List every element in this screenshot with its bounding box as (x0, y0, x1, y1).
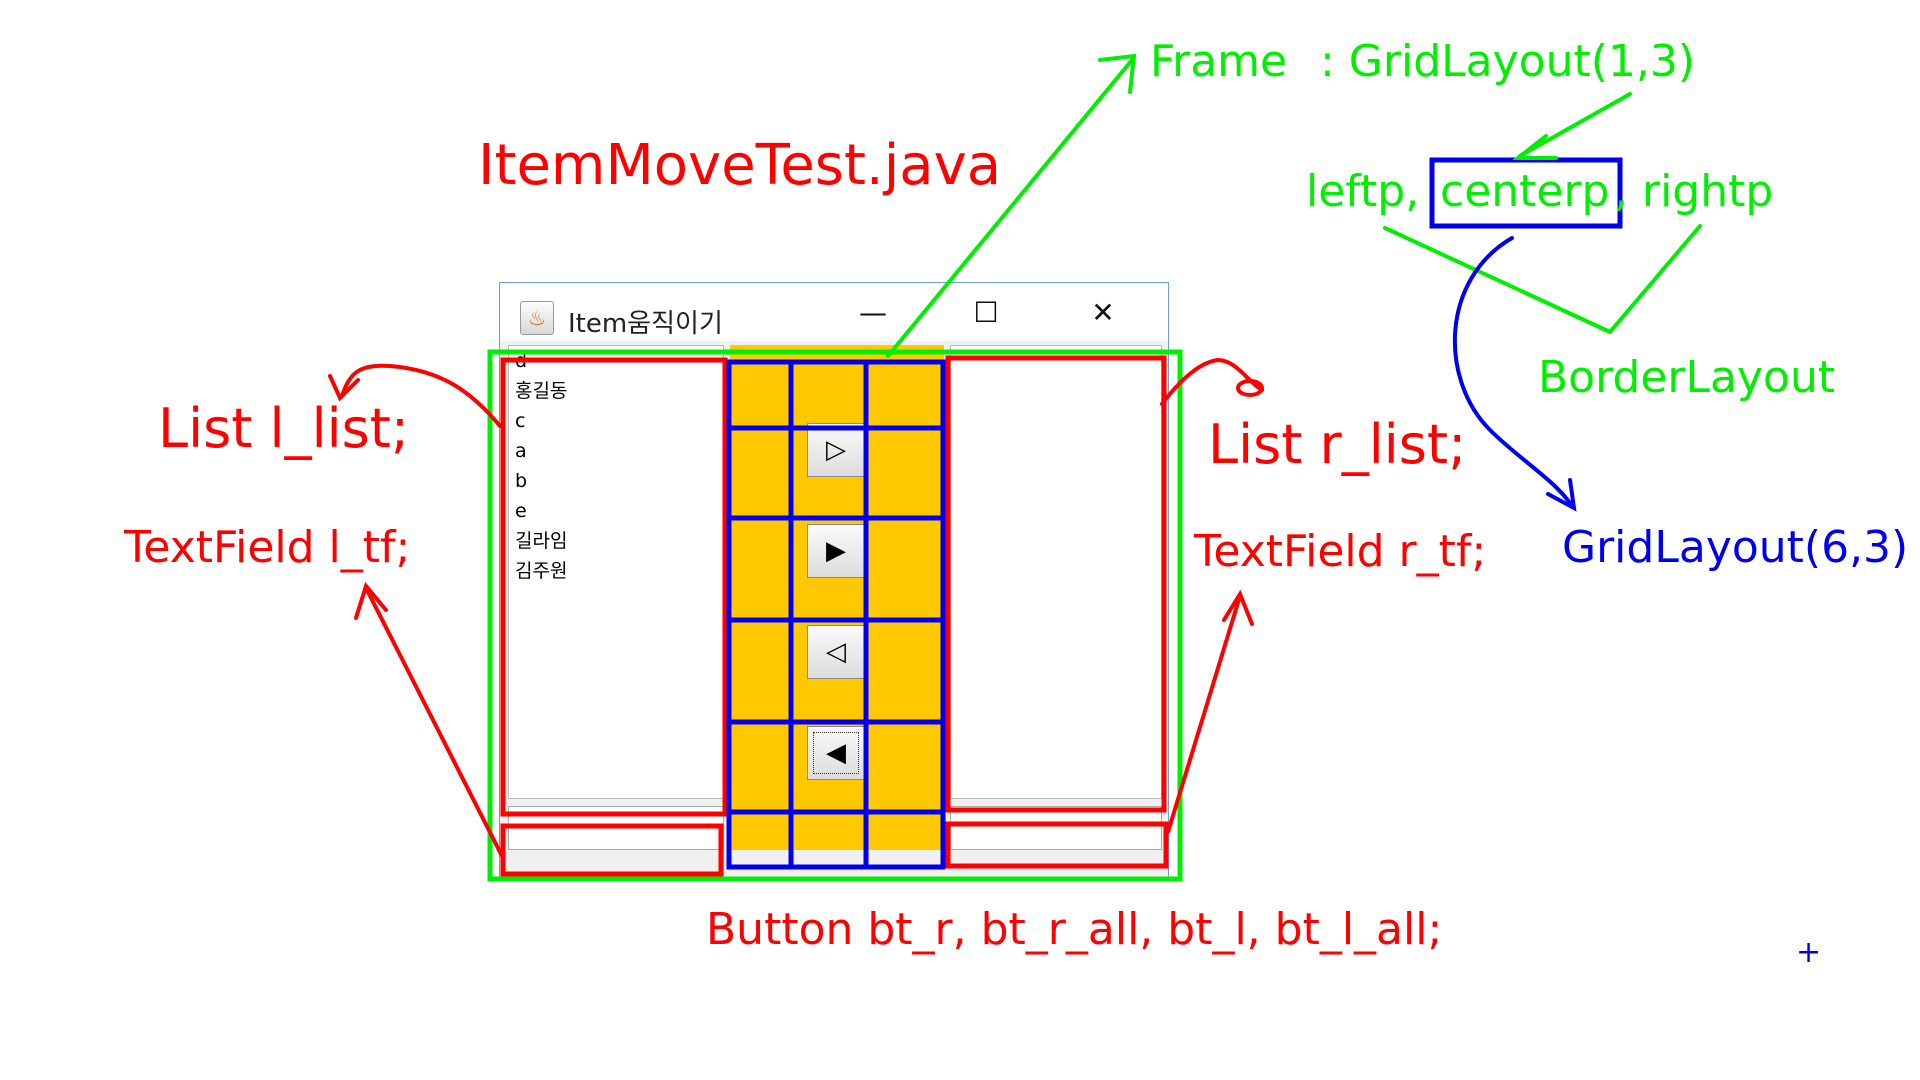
list-item[interactable]: c (515, 410, 526, 432)
left-text-field[interactable] (508, 806, 724, 850)
move-all-left-button[interactable]: ◀ (807, 726, 865, 780)
center-panel: ▷ ▶ ◁ ◀ (730, 345, 944, 850)
panels-center-label: centerp (1440, 166, 1610, 217)
right-list[interactable] (950, 345, 1162, 799)
left-tf-label: TextField l_tf; (124, 522, 411, 573)
left-list[interactable]: d 홍길동 c a b e 길라임 김주원 (508, 345, 724, 799)
panels-left-label: leftp, (1306, 166, 1420, 217)
file-name-label: ItemMoveTest.java (478, 133, 1002, 198)
center-grid-label: GridLayout(6,3) (1562, 522, 1909, 573)
move-left-button[interactable]: ◁ (807, 625, 865, 679)
panels-right-label: , rightp (1614, 166, 1774, 217)
left-list-label: List l_list; (158, 397, 410, 460)
close-button[interactable]: ✕ (1091, 296, 1115, 329)
border-layout-label: BorderLayout (1538, 352, 1836, 403)
java-app-icon: ♨ (520, 301, 554, 335)
frame-layout-label: : GridLayout(1,3) (1320, 36, 1696, 87)
list-item[interactable]: 홍길동 (515, 380, 568, 402)
move-all-right-button[interactable]: ▶ (807, 524, 865, 578)
move-right-button[interactable]: ▷ (807, 423, 865, 477)
frame-label: Frame (1150, 36, 1288, 87)
maximize-button[interactable]: ☐ (973, 296, 999, 329)
list-item[interactable]: a (515, 440, 527, 462)
title-bar[interactable]: ♨ Item움직이기 — ☐ ✕ (500, 283, 1168, 341)
minimize-button[interactable]: — (859, 296, 887, 329)
list-item[interactable]: d (515, 350, 528, 372)
right-text-field[interactable] (950, 806, 1162, 850)
right-tf-label: TextField r_tf; (1194, 526, 1487, 577)
app-window: ♨ Item움직이기 — ☐ ✕ d 홍길동 c a b e 길라임 김주원 ▷… (499, 282, 1169, 879)
list-item[interactable]: b (515, 470, 528, 492)
buttons-label: Button bt_r, bt_r_all, bt_l, bt_l_all; (706, 904, 1443, 955)
list-item[interactable]: e (515, 500, 527, 522)
frame-content: d 홍길동 c a b e 길라임 김주원 ▷ ▶ ◁ ◀ (504, 343, 1164, 875)
list-item[interactable]: 김주원 (515, 560, 568, 582)
right-list-label: List r_list; (1208, 413, 1467, 476)
list-item[interactable]: 길라임 (515, 530, 568, 552)
window-title: Item움직이기 (568, 309, 723, 339)
plus-mark: + (1796, 935, 1822, 970)
